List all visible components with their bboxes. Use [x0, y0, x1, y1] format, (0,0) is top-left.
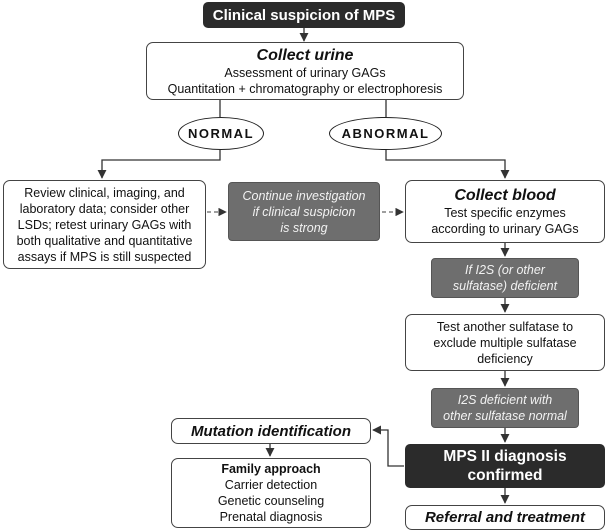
continue-line: is strong — [280, 220, 328, 235]
test-another-line: Test another sulfatase to — [436, 319, 574, 334]
review-line: LSDs; retest urinary GAGs with — [17, 217, 192, 232]
test-another-line: deficiency — [477, 351, 533, 366]
normal-result-ellipse: NORMAL — [178, 117, 264, 150]
diagnosis-line: confirmed — [467, 467, 543, 484]
diagnosis-line: MPS II diagnosis — [443, 448, 567, 465]
review-node: Review clinical, imaging, and laboratory… — [3, 180, 206, 269]
i2s-deficient-other-normal-node: I2S deficient with other sulfatase norma… — [431, 388, 579, 428]
test-another-line: exclude multiple sulfatase — [433, 335, 577, 350]
family-approach-node: Family approach Carrier detection Geneti… — [171, 458, 371, 528]
referral-label: Referral and treatment — [424, 509, 586, 526]
abnormal-label: ABNORMAL — [341, 126, 430, 141]
normal-label: NORMAL — [187, 126, 255, 141]
diagnosis-confirmed-node: MPS II diagnosis confirmed — [405, 444, 605, 488]
start-node-label: Clinical suspicion of MPS — [212, 6, 396, 24]
review-line: Review clinical, imaging, and — [24, 185, 185, 200]
family-line: Carrier detection — [224, 478, 318, 492]
referral-treatment-node: Referral and treatment — [405, 505, 605, 530]
arrow-diagnosis-to-mutation — [372, 425, 404, 467]
collect-urine-line: Quantitation + chromatography or electro… — [167, 81, 443, 96]
collect-blood-line: according to urinary GAGs — [431, 222, 579, 236]
mutation-identification-node: Mutation identification — [171, 418, 371, 444]
collect-urine-line: Assessment of urinary GAGs — [224, 65, 386, 80]
start-node: Clinical suspicion of MPS — [203, 2, 405, 28]
collect-blood-title: Collect blood — [454, 187, 556, 204]
i2s-other-normal-line: I2S deficient with — [457, 393, 553, 407]
abnormal-result-ellipse: ABNORMAL — [329, 117, 442, 150]
continue-investigation-node: Continue investigation if clinical suspi… — [228, 182, 380, 241]
continue-line: if clinical suspicion — [252, 204, 356, 219]
collect-blood-line: Test specific enzymes — [444, 206, 566, 220]
review-line: assays if MPS is still suspected — [17, 249, 192, 264]
i2s-other-normal-line: other sulfatase normal — [443, 409, 567, 423]
family-line: Prenatal diagnosis — [219, 510, 323, 524]
mutation-label: Mutation identification — [191, 422, 351, 440]
test-another-sulfatase-node: Test another sulfatase to exclude multip… — [405, 314, 605, 371]
collect-urine-title: Collect urine — [256, 46, 354, 64]
arrow-normal-to-review — [97, 150, 221, 179]
i2s-deficient-line: sulfatase) deficient — [452, 279, 558, 293]
i2s-deficient-line: If I2S (or other — [465, 263, 545, 277]
review-line: both qualitative and quantitative — [16, 233, 193, 248]
collect-urine-node: Collect urine Assessment of urinary GAGs… — [146, 42, 464, 100]
arrow-abnormal-to-blood — [385, 150, 510, 179]
family-line: Genetic counseling — [217, 494, 325, 508]
review-line: laboratory data; consider other — [19, 201, 190, 216]
i2s-deficient-node: If I2S (or other sulfatase) deficient — [431, 258, 579, 298]
family-heading: Family approach — [221, 462, 321, 476]
continue-line: Continue investigation — [242, 188, 366, 203]
collect-blood-node: Collect blood Test specific enzymes acco… — [405, 180, 605, 243]
